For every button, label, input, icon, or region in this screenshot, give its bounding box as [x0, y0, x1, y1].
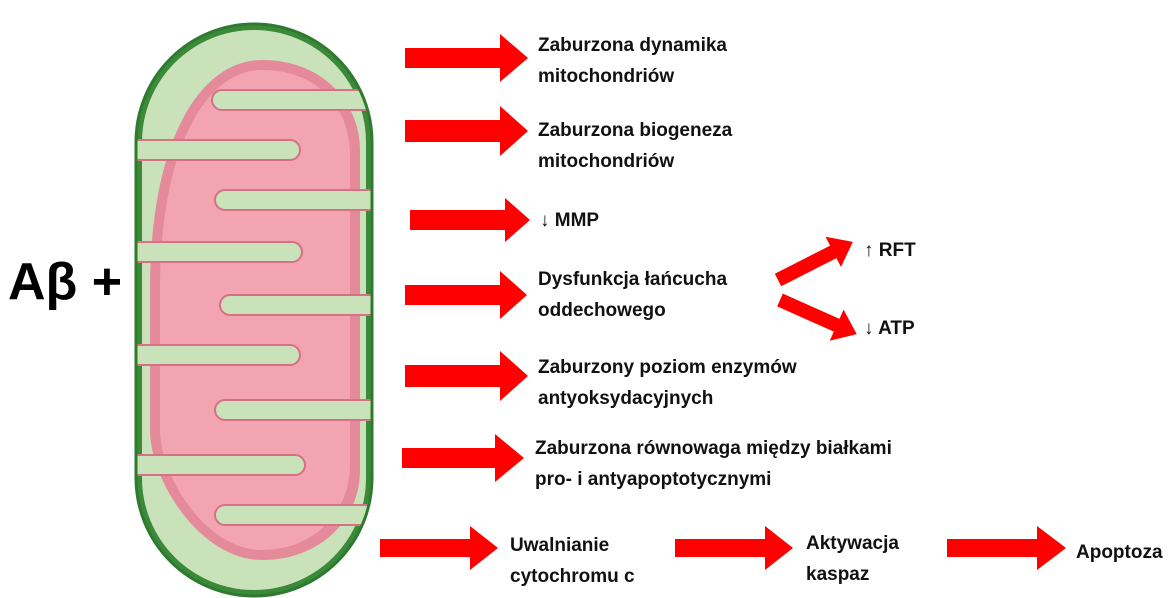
arrow-dynamics: [405, 34, 528, 82]
arrow-biogenesis: [405, 106, 528, 156]
arrow-mmp: [410, 198, 530, 242]
arrow-caspases: [675, 526, 793, 570]
effect-mmp: ↓ MMP: [540, 205, 599, 236]
arrow-rft-up: [770, 227, 860, 295]
arrow-respiratory-chain: [405, 271, 527, 319]
arrow-apoptotic-balance: [402, 434, 524, 482]
arrow-antioxidant: [405, 351, 528, 401]
arrow-atp-down: [773, 284, 864, 349]
outcome-atp: ↓ ATP: [864, 313, 915, 344]
arrow-apoptosis: [947, 526, 1066, 570]
step-apoptosis: Apoptoza: [1076, 537, 1163, 568]
outcome-rft: ↑ RFT: [864, 235, 916, 266]
arrow-cytochrome: [380, 526, 498, 570]
